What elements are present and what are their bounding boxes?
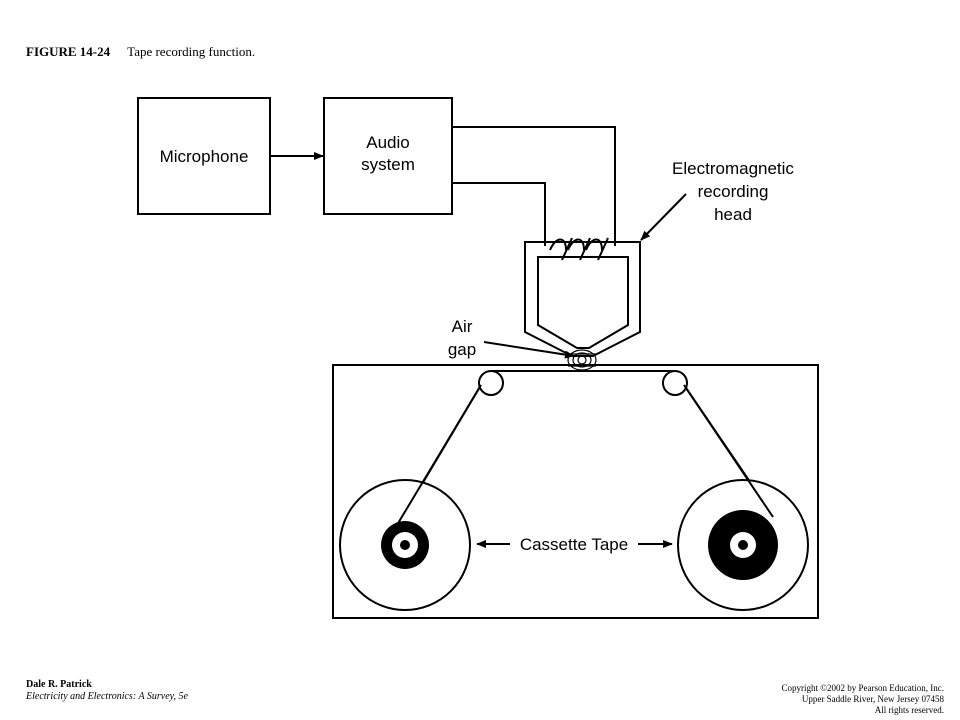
microphone-block: Microphone — [137, 97, 271, 215]
copyright-line-3: All rights reserved. — [874, 705, 944, 715]
head-label-line3: head — [714, 205, 752, 224]
microphone-label: Microphone — [160, 147, 249, 166]
author-name: Dale R. Patrick — [26, 679, 92, 690]
book-title: Electricity and Electronics: A Survey, 5… — [26, 691, 188, 702]
figure-caption: FIGURE 14-24 Tape recording function. — [26, 44, 255, 60]
magnetic-field-icon — [567, 349, 597, 371]
figure-title: Tape recording function. — [127, 44, 256, 59]
airgap-pointer-arrow — [483, 341, 575, 359]
recording-head — [524, 241, 641, 357]
copyright-notice: Copyright ©2002 by Pearson Education, In… — [781, 683, 944, 716]
coil-winding-icon — [549, 237, 609, 261]
tape-wraps — [393, 384, 774, 531]
figure-number: FIGURE 14-24 — [26, 44, 111, 59]
audio-system-block: Audio system — [323, 97, 453, 215]
airgap-label-line1: Air — [452, 317, 473, 336]
right-guide-roller — [662, 370, 688, 396]
left-guide-roller — [478, 370, 504, 396]
head-label-line1: Electromagnetic — [672, 159, 794, 178]
cassette-tape-label: Cassette Tape — [520, 535, 628, 554]
copyright-line-1: Copyright ©2002 by Pearson Education, In… — [781, 683, 944, 693]
airgap-label-line2: gap — [448, 340, 476, 359]
head-pointer-arrow — [640, 193, 687, 241]
supply-reel — [339, 479, 471, 611]
audio-label-line1: Audio — [366, 133, 409, 152]
coil-wires — [452, 126, 616, 246]
cassette-housing — [332, 364, 819, 619]
takeup-reel — [677, 479, 809, 611]
footer-attribution: Dale R. Patrick Electricity and Electron… — [26, 679, 188, 703]
audio-label-line2: system — [361, 155, 415, 174]
head-label-line2: recording — [698, 182, 769, 201]
copyright-line-2: Upper Saddle River, New Jersey 07458 — [801, 694, 944, 704]
